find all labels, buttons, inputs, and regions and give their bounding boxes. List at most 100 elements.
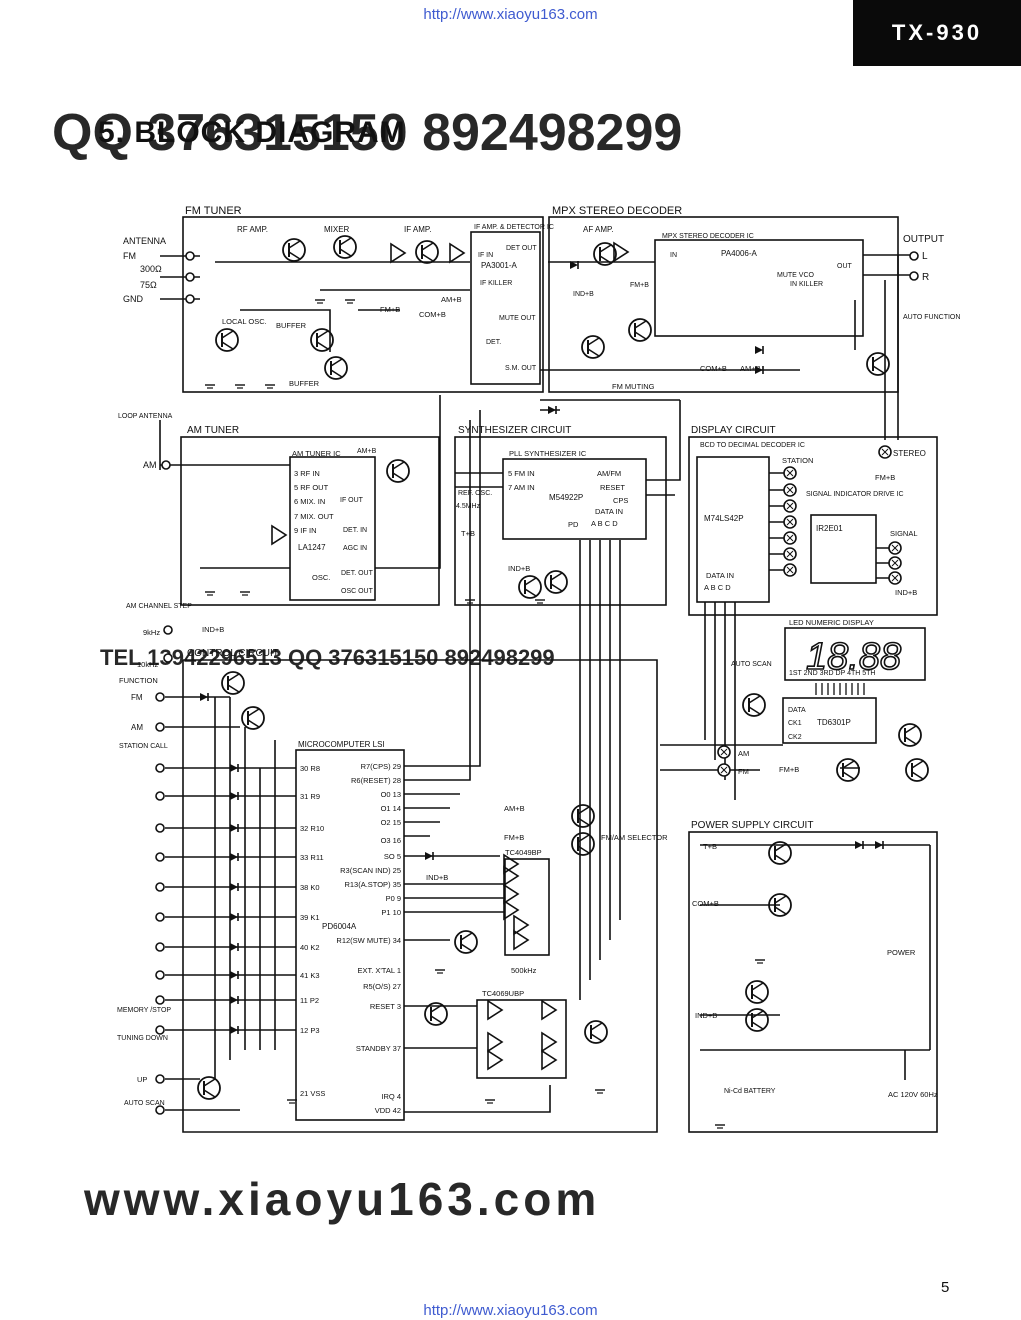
- page-number: 5: [941, 1279, 950, 1296]
- am-tuner-label: AM TUNER: [187, 425, 239, 436]
- terminals: [155, 251, 919, 1115]
- am-rf-in: 3 RF IN: [294, 469, 320, 478]
- output-label: OUTPUT: [903, 234, 944, 245]
- driver-ck1: CK1: [788, 720, 802, 727]
- up-label: UP: [137, 1075, 147, 1084]
- am-b-label: AM+B: [441, 295, 462, 304]
- loop-antenna-label: LOOP ANTENNA: [118, 413, 173, 420]
- micro-xtal: 500kHz: [511, 966, 537, 975]
- am-agc-in: AGC IN: [343, 545, 367, 552]
- power-ind-b: IND+B: [695, 1011, 717, 1020]
- synth-ind-b: IND+B: [508, 564, 530, 573]
- station-label: STATION: [782, 456, 813, 465]
- am-osc-out: OSC OUT: [341, 588, 374, 595]
- fm-tuner-label: FM TUNER: [185, 205, 242, 217]
- mpx-ic-name: PA4006-A: [721, 249, 758, 258]
- decoder-name: M74LS42P: [704, 514, 744, 523]
- power-label: POWER SUPPLY CIRCUIT: [691, 820, 813, 831]
- micro-right-pin: R7(CPS) 29: [361, 762, 401, 771]
- source-url-bottom[interactable]: http://www.xiaoyu163.com: [423, 1302, 598, 1319]
- micro-ic-name: PD6004A: [322, 922, 357, 931]
- labels: FM TUNER MPX STEREO DECODER RF AMP. MIXE…: [117, 205, 960, 1107]
- micro-left-pin: 31 R9: [300, 792, 320, 801]
- watermark-site: www.xiaoyu163.com: [83, 1173, 600, 1225]
- display-fm: FM: [738, 767, 749, 776]
- sm-out-label: S.M. OUT: [505, 365, 537, 372]
- if-killer-label: IF KILLER: [480, 280, 512, 287]
- if-amp-label: IF AMP.: [404, 225, 431, 234]
- micro-right-pin: O0 13: [381, 790, 401, 799]
- display-label: DISPLAY CIRCUIT: [691, 425, 776, 436]
- local-osc-label: LOCAL OSC.: [222, 317, 267, 326]
- micro-left-pin: 41 K3: [300, 971, 320, 980]
- model-badge: TX-930: [853, 0, 1021, 66]
- function-label: FUNCTION: [119, 676, 158, 685]
- fm-muting-label: FM MUTING: [612, 382, 655, 391]
- mpx-ind-b: IND+B: [573, 291, 594, 298]
- buffer2-label: BUFFER: [289, 379, 320, 388]
- am-input-label: AM: [143, 460, 157, 470]
- am-channel-step-label: AM CHANNEL STEP: [126, 603, 192, 610]
- gnd-label: GND: [123, 294, 144, 304]
- source-url-top[interactable]: http://www.xiaoyu163.com: [423, 6, 598, 23]
- mpx-out-label: OUT: [837, 263, 853, 270]
- fm-input-label: FM: [123, 251, 136, 261]
- synth-t-b: T+B: [461, 529, 475, 538]
- driver-data: DATA: [788, 707, 806, 714]
- control-label: CONTROL CIRCUIT: [187, 648, 279, 659]
- decoder-title: BCD TO DECIMAL DECODER IC: [700, 442, 805, 449]
- micro-am-b: AM+B: [504, 804, 525, 813]
- led-columns: 1ST 2ND 3RD DP 4TH 5TH: [789, 670, 876, 677]
- watermark-layer: QQ 376315150 892498299 TEL 13942296513 Q…: [52, 104, 682, 1225]
- display-ind-b: IND+B: [895, 588, 917, 597]
- in-killer-label: IN KILLER: [790, 281, 823, 288]
- micro-right-pin: P0 9: [386, 894, 401, 903]
- micro-ind-b: IND+B: [426, 873, 448, 882]
- synth-am-fm: AM/FM: [597, 469, 621, 478]
- buffer1-label: BUFFER: [276, 321, 307, 330]
- micro-right-pin: VDD 42: [375, 1106, 401, 1115]
- fm-am-selector: FM/AM SELECTOR: [601, 833, 668, 842]
- synth-ic-name: M54922P: [549, 493, 583, 502]
- stereo-label: STEREO: [893, 449, 926, 458]
- synth-am-in: 7 AM IN: [508, 483, 535, 492]
- antenna-label: ANTENNA: [123, 236, 166, 246]
- if-ic-name: PA3001-A: [481, 261, 518, 270]
- driver-ic-name: TD6301P: [817, 718, 851, 727]
- micro-left-pin: 30 R8: [300, 764, 320, 773]
- ic-4049-name: TC4049BP: [505, 848, 542, 857]
- am-mix-out: 7 MIX. OUT: [294, 512, 334, 521]
- det-out-label: DET OUT: [506, 245, 537, 252]
- micro-left-pin: 11 P2: [300, 996, 319, 1005]
- mute-out-label: MUTE OUT: [499, 315, 536, 322]
- driver-ck2: CK2: [788, 734, 802, 741]
- fm-b-label: FM+B: [380, 305, 400, 314]
- memory-stop-label: MEMORY /STOP: [117, 1007, 171, 1014]
- mpx-in-label: IN: [670, 252, 677, 259]
- micro-right-pin: RESET 3: [370, 1002, 401, 1011]
- display-auto-scan: AUTO SCAN: [731, 661, 772, 668]
- mpx-ic-title: MPX STEREO DECODER IC: [662, 233, 754, 240]
- synth-abcd: A B C D: [591, 519, 618, 528]
- micro-left-pin: 32 R10: [300, 824, 324, 833]
- control-ind-b: IND+B: [202, 625, 224, 634]
- output-r: R: [922, 272, 929, 283]
- tuning-down-label: TUNING DOWN: [117, 1035, 168, 1042]
- ac-label: AC 120V 60Hz: [888, 1090, 938, 1099]
- power-t-b: T+B: [703, 842, 717, 851]
- micro-right-pin: SO 5: [384, 852, 401, 861]
- watermark-tel: TEL 13942296513 QQ 376315150 892498299: [100, 645, 555, 670]
- display-abcd: A B C D: [704, 583, 731, 592]
- mpx-fm-b: FM+B: [630, 282, 649, 289]
- wiring: [159, 216, 938, 1133]
- am-ic-title: AM TUNER IC: [292, 449, 341, 458]
- signal-label: SIGNAL: [890, 529, 918, 538]
- mpx-com-b: COM+B: [700, 364, 727, 373]
- ic-4069-name: TC4069UBP: [482, 989, 524, 998]
- micro-label: MICROCOMPUTER LSI: [298, 740, 385, 749]
- micro-right-pin: R6(RESET) 28: [351, 776, 401, 785]
- am-det-in: DET. IN: [343, 527, 367, 534]
- ohm75-label: 75Ω: [140, 280, 157, 290]
- am-osc: OSC.: [312, 573, 330, 582]
